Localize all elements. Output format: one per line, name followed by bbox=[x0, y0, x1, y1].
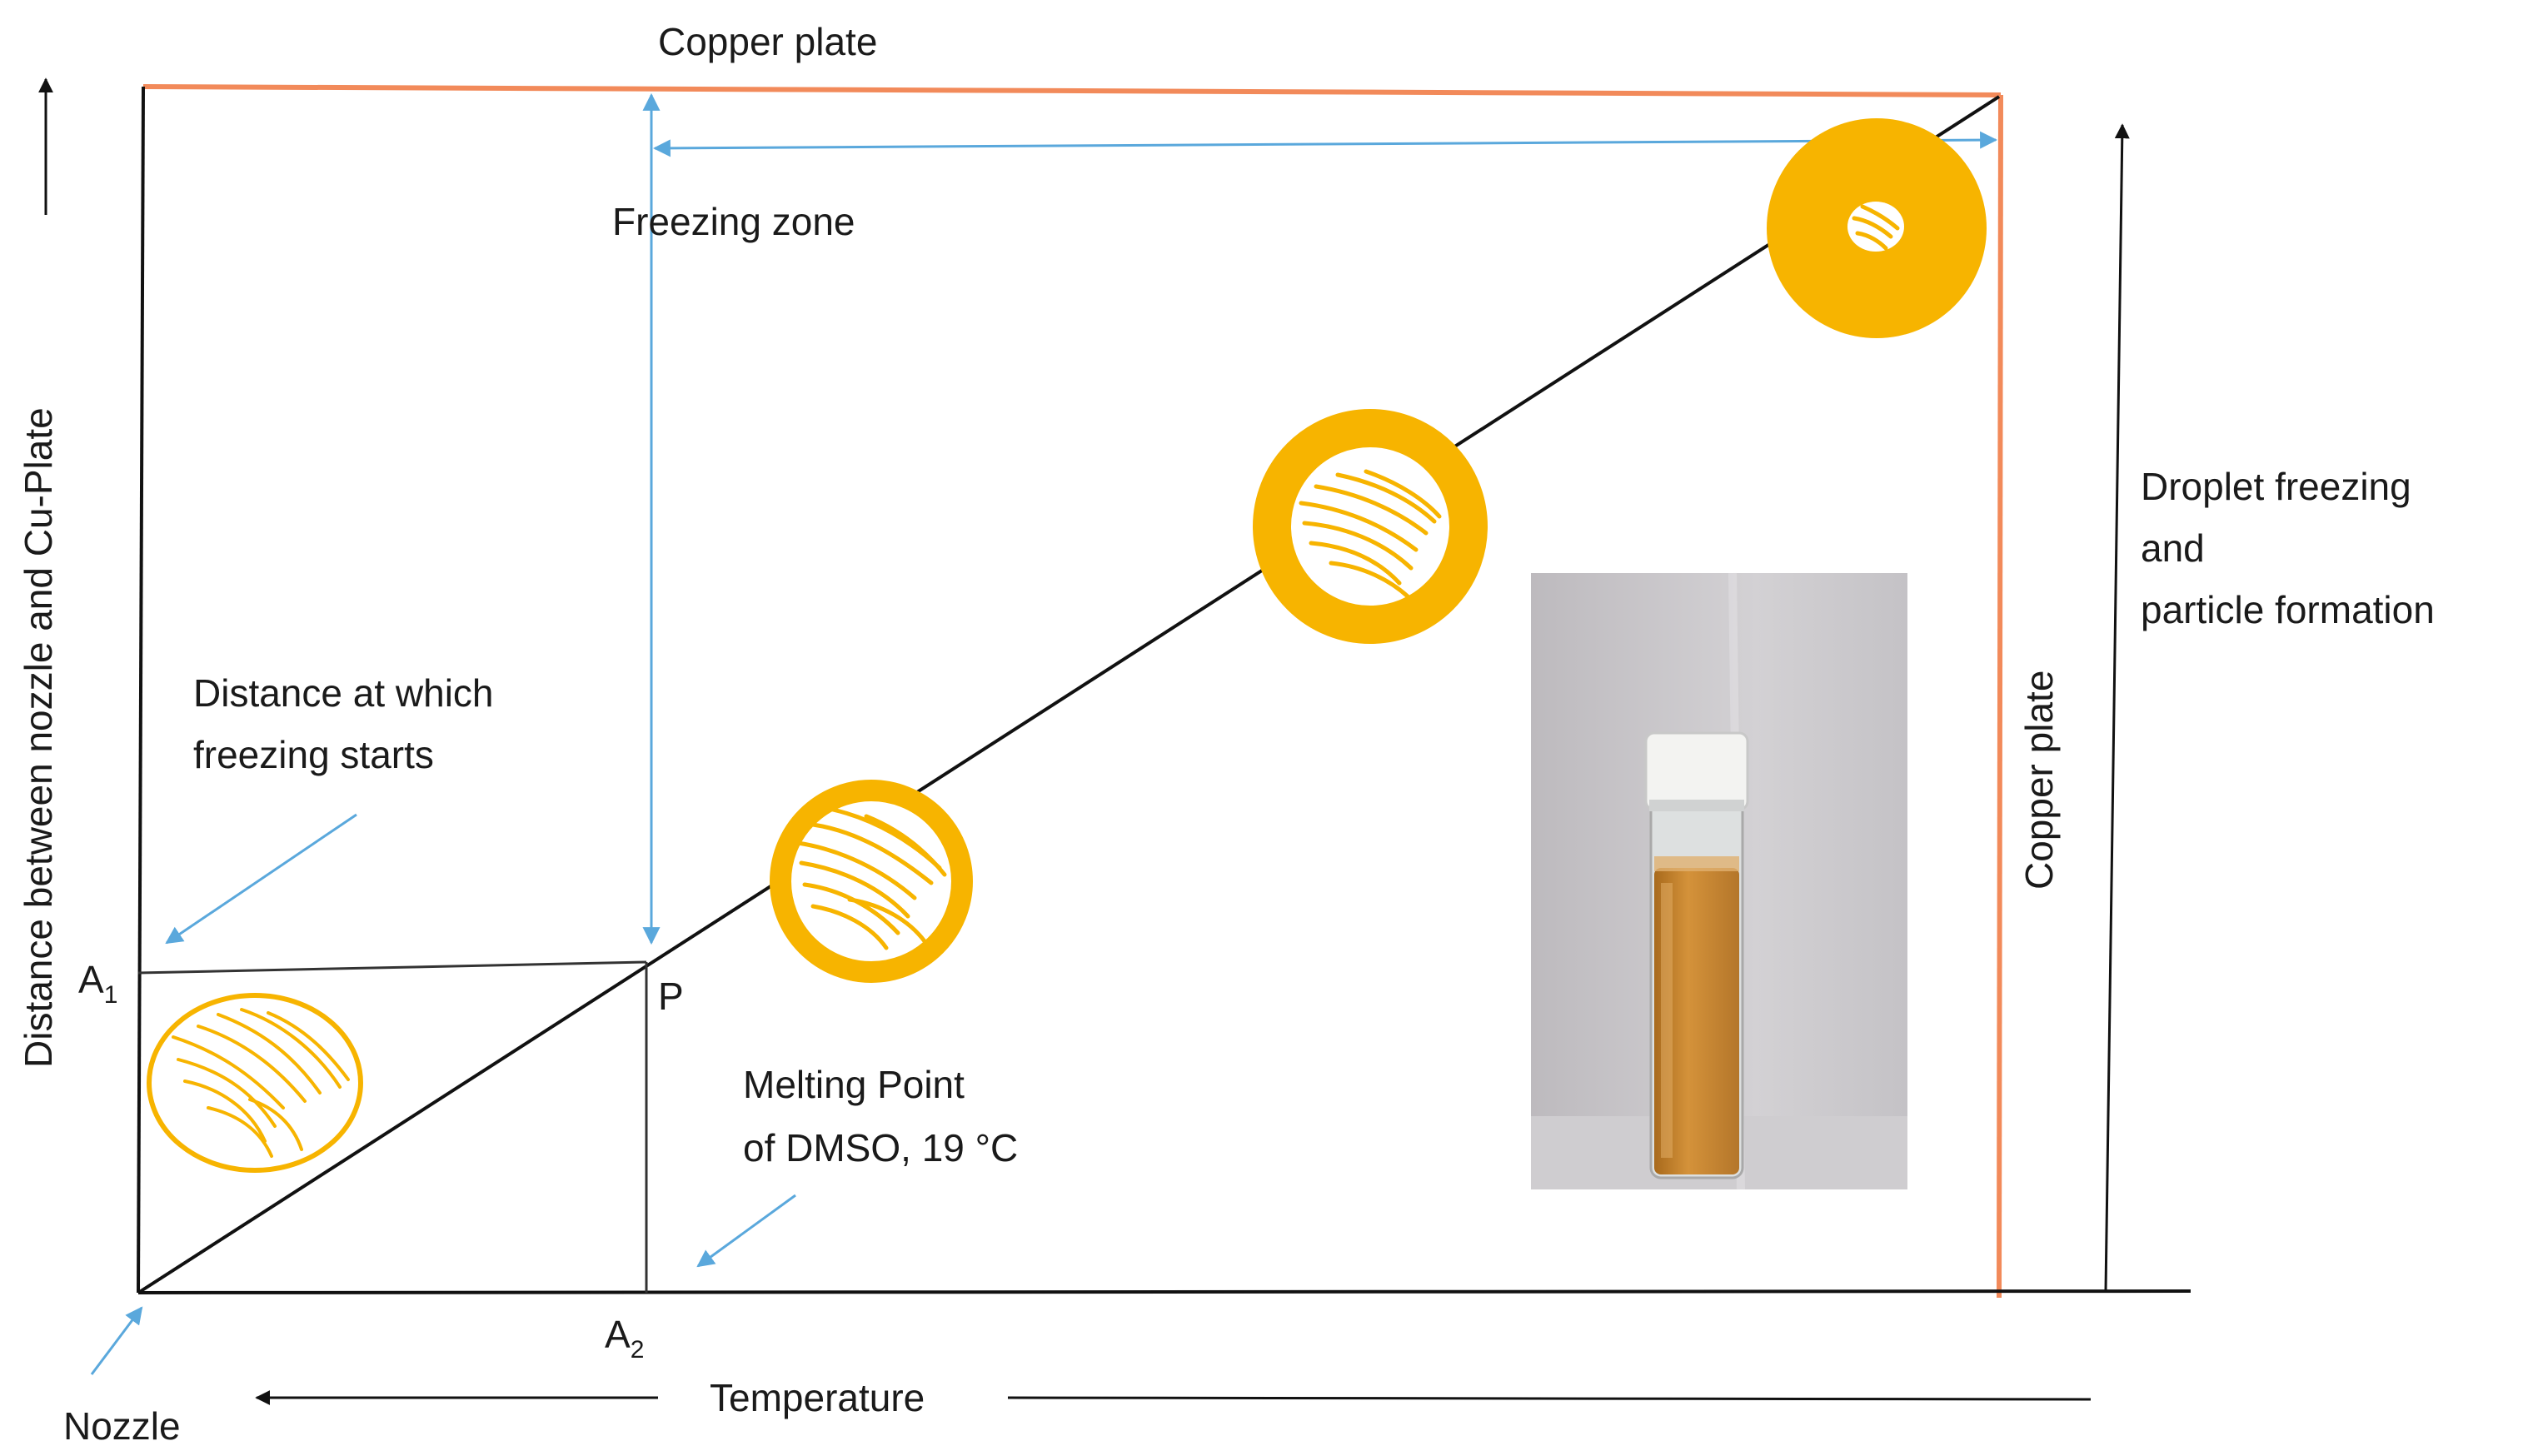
diagonal-line bbox=[137, 95, 2001, 1294]
a1-subscript: 1 bbox=[104, 981, 118, 1009]
a1-label: A1 bbox=[78, 958, 117, 1009]
a2-subscript: 2 bbox=[631, 1336, 645, 1364]
temperature-label: Temperature bbox=[710, 1376, 925, 1419]
liquid-droplet-icon bbox=[147, 993, 363, 1173]
droplet-label-line2: and bbox=[2141, 526, 2205, 570]
freezing-start-pointer-arrow bbox=[165, 813, 357, 945]
copper-plate-top-line bbox=[142, 84, 2002, 97]
freezing-start-label-line2: freezing starts bbox=[193, 733, 434, 776]
droplet-label-line1: Droplet freezing bbox=[2141, 465, 2411, 508]
vial-photo bbox=[1531, 572, 1907, 1190]
nozzle-label: Nozzle bbox=[63, 1404, 181, 1448]
x-axis-line bbox=[137, 1289, 2191, 1294]
vial-icon bbox=[1644, 731, 1749, 1179]
a2-label: A2 bbox=[605, 1313, 644, 1364]
freezing-start-label-line1: Distance at which bbox=[193, 671, 494, 715]
freezing-zone-label: Freezing zone bbox=[612, 200, 855, 243]
copper-plate-right-line bbox=[1997, 94, 2003, 1299]
droplet-label-line3: particle formation bbox=[2141, 588, 2435, 631]
point-p-label: P bbox=[658, 975, 684, 1018]
a2-letter: A bbox=[605, 1313, 631, 1356]
frozen-shell-droplet-icon bbox=[1253, 409, 1488, 644]
a1-p-line bbox=[137, 960, 647, 975]
temperature-right-line bbox=[1007, 1396, 2092, 1401]
freezing-zone-horizontal-arrow bbox=[652, 131, 1998, 157]
nozzle-pointer-arrow bbox=[90, 1306, 143, 1375]
melting-point-label-line2: of DMSO, 19 °C bbox=[743, 1126, 1018, 1169]
frozen-particle-icon bbox=[1767, 118, 1987, 338]
copper-plate-right-label: Copper plate bbox=[2017, 671, 2061, 890]
a1-letter: A bbox=[78, 958, 104, 1001]
copper-plate-top-label: Copper plate bbox=[658, 20, 877, 63]
melting-point-label-line1: Melting Point bbox=[743, 1063, 965, 1106]
y-axis-line bbox=[137, 86, 145, 1294]
right-direction-arrow bbox=[2104, 123, 2130, 1292]
freezing-droplet-icon bbox=[770, 780, 973, 983]
y-axis-label: Distance between nozzle and Cu-Plate bbox=[17, 407, 60, 1068]
melting-point-pointer-arrow bbox=[696, 1194, 796, 1268]
